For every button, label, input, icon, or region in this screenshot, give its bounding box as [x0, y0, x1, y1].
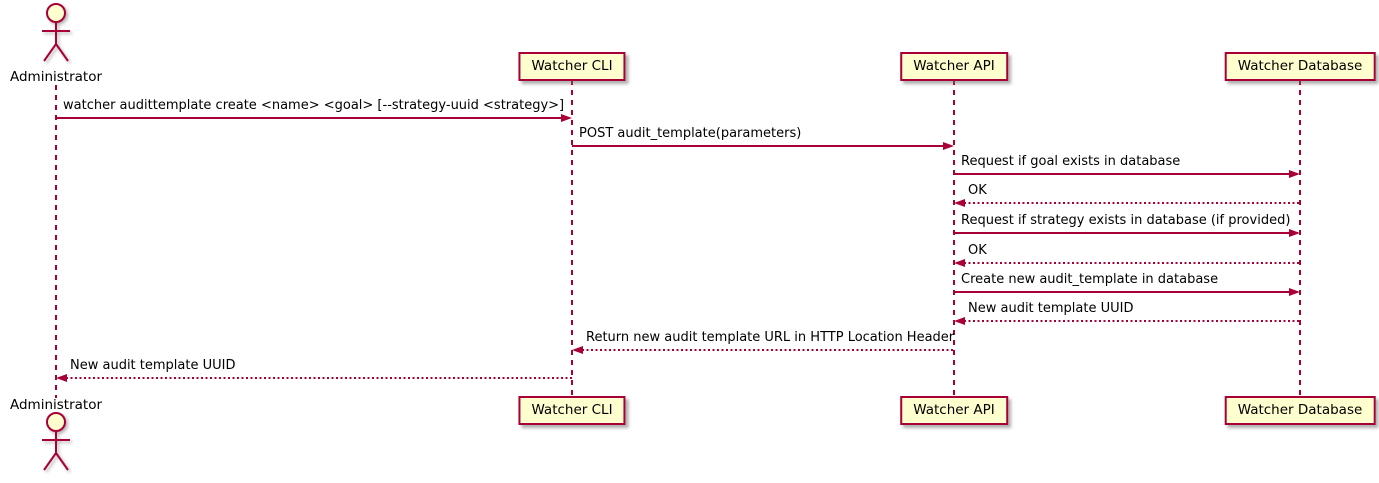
message-10-label: New audit template UUID: [70, 358, 236, 373]
message-7-arrowhead-icon: [1289, 287, 1300, 296]
lifeline-administrator: [55, 85, 57, 398]
message-3-line: [954, 173, 1290, 175]
actor-figure-administrator-top: [34, 2, 78, 64]
message-8-line: [964, 320, 1300, 322]
message-4-arrowhead-icon: [954, 198, 965, 207]
message-9-arrowhead-icon: [572, 345, 583, 354]
message-2-line: [572, 145, 944, 147]
message-4-label: OK: [968, 183, 987, 198]
message-5-line: [954, 232, 1290, 234]
lifeline-watcher-cli: [571, 80, 573, 398]
actor-icon: [42, 3, 70, 62]
message-2-arrowhead-icon: [943, 141, 954, 150]
actor-icon: [42, 412, 70, 471]
participant-box-watcher-api-top: Watcher API: [900, 52, 1008, 81]
message-9-line: [582, 349, 954, 351]
message-10-line: [66, 377, 572, 379]
message-8-arrowhead-icon: [954, 316, 965, 325]
message-8-label: New audit template UUID: [968, 301, 1134, 316]
message-1-line: [56, 117, 562, 119]
message-10-arrowhead-icon: [56, 373, 67, 382]
message-5-label: Request if strategy exists in database (…: [961, 213, 1291, 228]
message-2-label: POST audit_template(parameters): [579, 126, 802, 141]
participant-box-watcher-api-bottom: Watcher API: [900, 396, 1008, 425]
actor-figure-administrator-bottom: [34, 411, 78, 473]
message-3-arrowhead-icon: [1289, 169, 1300, 178]
participant-box-watcher-cli-top: Watcher CLI: [518, 52, 626, 81]
lifeline-watcher-api: [953, 80, 955, 398]
message-5-arrowhead-icon: [1289, 228, 1300, 237]
message-3-label: Request if goal exists in database: [961, 154, 1181, 169]
message-6-line: [964, 262, 1300, 264]
message-1-label: watcher audittemplate create <name> <goa…: [63, 98, 565, 113]
participant-box-watcher-database-top: Watcher Database: [1224, 52, 1376, 81]
message-6-arrowhead-icon: [954, 258, 965, 267]
participant-box-watcher-database-bottom: Watcher Database: [1224, 396, 1376, 425]
actor-label-administrator-top: Administrator: [9, 69, 103, 85]
message-4-line: [964, 202, 1300, 204]
message-6-label: OK: [968, 243, 987, 258]
lifeline-watcher-database: [1299, 80, 1301, 398]
message-9-label: Return new audit template URL in HTTP Lo…: [586, 330, 955, 345]
message-7-label: Create new audit_template in database: [961, 272, 1219, 287]
message-7-line: [954, 291, 1290, 293]
message-1-arrowhead-icon: [561, 113, 572, 122]
actor-label-administrator-bottom: Administrator: [9, 397, 103, 413]
participant-box-watcher-cli-bottom: Watcher CLI: [518, 396, 626, 425]
